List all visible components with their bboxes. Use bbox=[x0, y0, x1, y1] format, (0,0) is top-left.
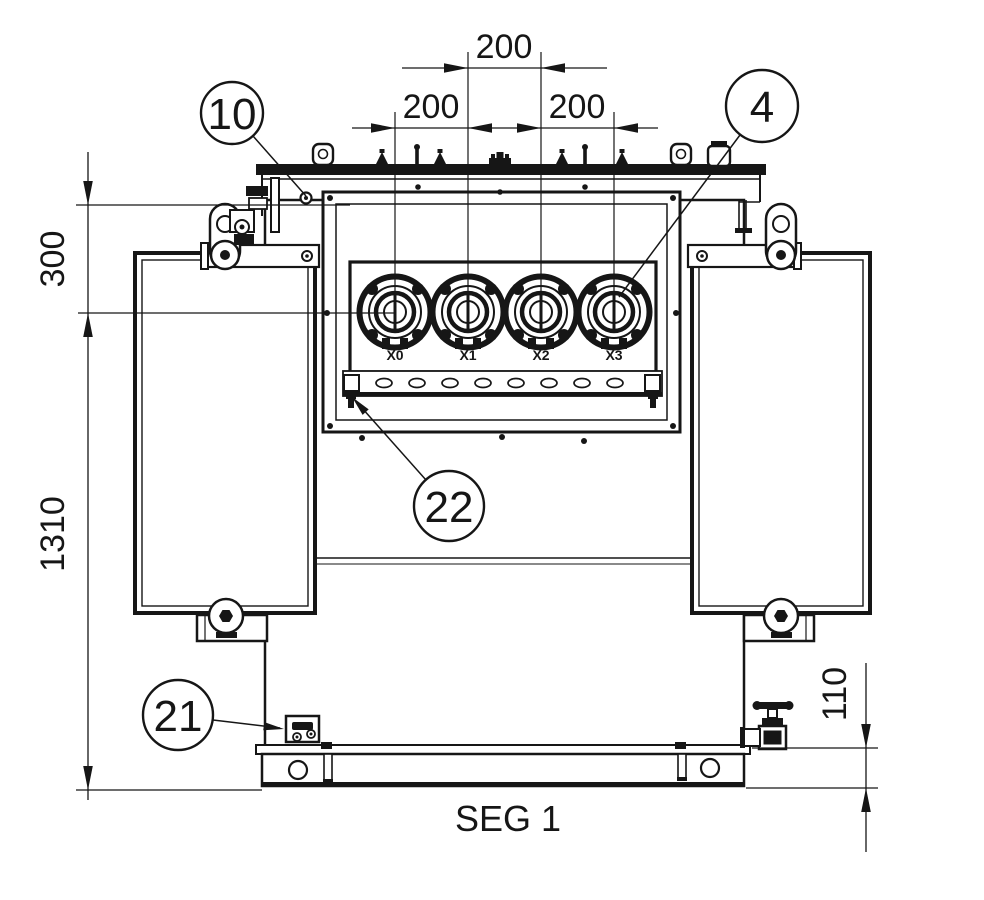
bushings: X0 X1 X2 X3 bbox=[360, 277, 650, 363]
dim-base-height: 110 bbox=[816, 667, 854, 721]
dim-bushing-pitch-left: 200 bbox=[403, 88, 460, 126]
dimensions: 200 200 200 300 1310 110 SEG 1 bbox=[34, 28, 878, 852]
cover-clamp bbox=[489, 152, 511, 164]
centerlines bbox=[78, 52, 615, 314]
cover-bolt bbox=[376, 149, 388, 164]
right-radiator bbox=[690, 251, 872, 615]
dim-bushing-pitch-center: 200 bbox=[476, 28, 533, 66]
base-skid bbox=[255, 742, 751, 788]
terminal-rail bbox=[342, 370, 663, 408]
callout-balloon-22 bbox=[412, 469, 486, 543]
callout-label-21: 21 bbox=[154, 692, 203, 741]
bushing-label-x3: X3 bbox=[605, 347, 622, 363]
drain-valve bbox=[740, 701, 794, 751]
drawing-caption: SEG 1 bbox=[455, 798, 561, 839]
ground-pad bbox=[284, 714, 321, 744]
cover-bolt bbox=[556, 149, 568, 164]
cover-pin bbox=[414, 144, 420, 164]
dim-cover-to-bushing: 300 bbox=[34, 231, 72, 288]
cover-bolt bbox=[434, 149, 446, 164]
bushing-label-x2: X2 bbox=[532, 347, 549, 363]
callout-label-4: 4 bbox=[750, 83, 774, 132]
bushing-label-x1: X1 bbox=[459, 347, 476, 363]
base-hole-right bbox=[699, 757, 721, 779]
bushing-label-x0: X0 bbox=[386, 347, 403, 363]
valve-handwheel bbox=[754, 702, 790, 709]
base-hole-left bbox=[287, 759, 309, 781]
callouts: 10 4 22 21 bbox=[141, 68, 800, 752]
callout-label-22: 22 bbox=[425, 483, 474, 532]
right-lifting-lug bbox=[764, 202, 798, 271]
dim-overall-height: 1310 bbox=[34, 496, 72, 572]
radiator-mounts bbox=[195, 202, 816, 643]
callout-balloon-21 bbox=[141, 678, 215, 752]
callout-balloon-10 bbox=[199, 80, 265, 146]
left-radiator bbox=[133, 251, 317, 615]
cover-pin bbox=[582, 144, 588, 164]
dim-bushing-pitch-right: 200 bbox=[549, 88, 606, 126]
callout-balloon-4 bbox=[724, 68, 800, 144]
cover-bolt bbox=[616, 149, 628, 164]
callout-label-10: 10 bbox=[208, 90, 257, 139]
